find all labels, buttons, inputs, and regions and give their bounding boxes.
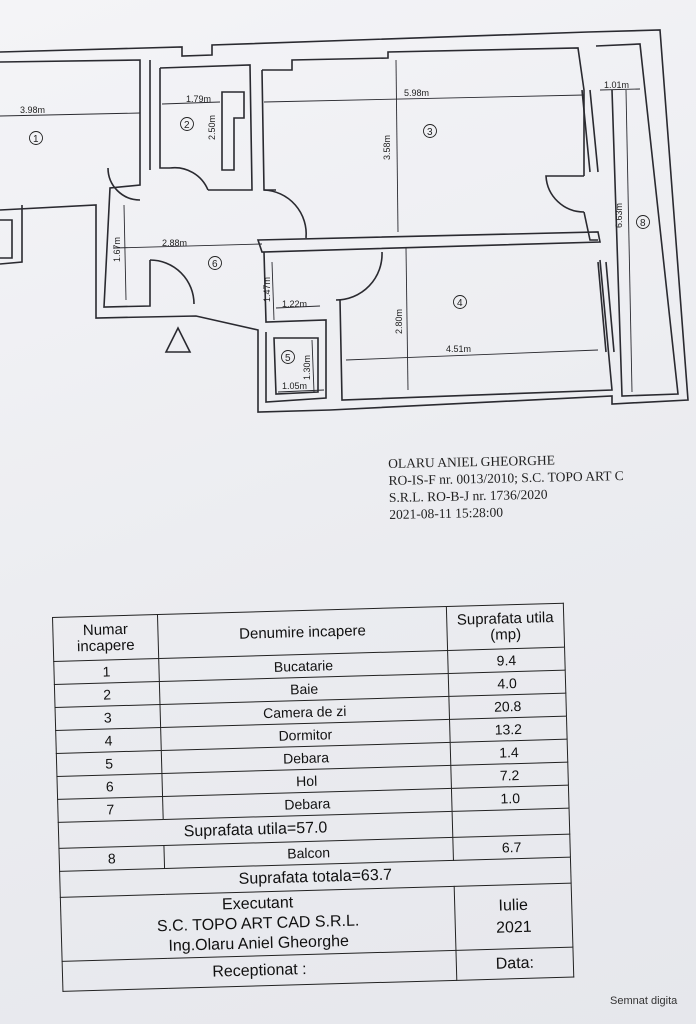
- dim-room2-depth: 2.50m: [207, 115, 217, 140]
- plan-wall: [256, 231, 601, 253]
- digital-signature-note: Semnat digita: [610, 995, 678, 1007]
- room-area: 7.2: [450, 762, 569, 789]
- dim-closet7-depth: 1.47m: [262, 277, 272, 302]
- plan-window: [597, 261, 615, 353]
- plan-wall: [0, 29, 689, 413]
- plan-door: [149, 259, 195, 305]
- digital-signature-block: OLARU ANIEL GHEORGHE RO-IS-F nr. 0013/20…: [388, 449, 696, 523]
- room-number: 4: [55, 727, 162, 754]
- date-label: Data:: [455, 947, 574, 981]
- room-marker-1: 1: [33, 134, 39, 145]
- room-area: 6.7: [452, 834, 571, 861]
- header-room-number: Numar incapere: [52, 614, 159, 662]
- year: 2021: [495, 918, 532, 937]
- executant-cell: Executant S.C. TOPO ART CAD S.R.L. Ing.O…: [60, 886, 456, 962]
- room-area: 1.0: [451, 785, 570, 812]
- room-area: 4.0: [448, 670, 566, 697]
- dim-closet5-depth: 1.30m: [302, 355, 312, 380]
- plan-door: [335, 251, 383, 301]
- plan-door: [107, 167, 141, 201]
- room-number: 8: [58, 845, 165, 872]
- room-area: 13.2: [449, 716, 568, 743]
- floor-plan: 3.98m 1.79m 2.50m 5.98m 3.58m 1.01m 6.63…: [0, 29, 689, 413]
- plan-door: [545, 175, 585, 213]
- plan-window: [581, 89, 599, 173]
- dim-room4-width: 4.51m: [446, 344, 471, 354]
- room-number: 5: [56, 750, 162, 777]
- header-usable-area: Suprafata utila (mp): [446, 603, 565, 651]
- dim-hall-width: 2.88m: [162, 238, 187, 248]
- plan-wall: [262, 47, 585, 176]
- entrance-marker: [164, 326, 192, 353]
- room-marker-2: 2: [184, 120, 190, 131]
- plan-wall: [263, 251, 327, 403]
- room-area: 9.4: [447, 647, 566, 674]
- dim-closet5-width: 1.05m: [282, 381, 307, 391]
- plan-wall: [221, 91, 245, 171]
- room-marker-6: 6: [212, 259, 218, 270]
- room-marker-4: 4: [457, 298, 463, 309]
- dim-balcony-length: 6.63m: [614, 203, 624, 228]
- dim-room1-width: 3.98m: [20, 105, 45, 115]
- room-marker-8: 8: [640, 218, 646, 229]
- room-number: 2: [54, 681, 160, 708]
- dim-room2-width: 1.79m: [186, 94, 211, 104]
- room-number: 6: [56, 773, 163, 800]
- plan-wall: [339, 259, 613, 401]
- dim-closet7-width: 1.22m: [282, 299, 307, 309]
- month: Iulie: [498, 896, 529, 915]
- date-cell: Iulie 2021: [454, 883, 573, 951]
- plan-wall: [273, 337, 319, 395]
- dim-room3-width: 5.98m: [404, 88, 429, 98]
- room-area: 20.8: [448, 693, 567, 720]
- room-number: 7: [57, 796, 164, 823]
- room-marker-3: 3: [427, 127, 433, 138]
- dim-room3-depth: 3.58m: [382, 135, 392, 160]
- room-number: 1: [53, 658, 160, 685]
- room-marker-5: 5: [285, 353, 291, 364]
- dim-balcony-width: 1.01m: [604, 80, 629, 90]
- plan-wall: [149, 60, 253, 191]
- room-number: 3: [55, 704, 161, 731]
- plan-door: [263, 189, 307, 239]
- plan-wall: [0, 59, 151, 308]
- rooms-area-table: Numar incapere Denumire incapere Suprafa…: [52, 603, 574, 992]
- plan-wall: [0, 205, 23, 265]
- plan-wall: [595, 43, 679, 397]
- dim-hall-depth: 1.67m: [112, 237, 122, 262]
- plan-door: [169, 166, 209, 191]
- dim-room4-depth: 2.80m: [394, 309, 404, 334]
- room-area: 1.4: [450, 739, 568, 766]
